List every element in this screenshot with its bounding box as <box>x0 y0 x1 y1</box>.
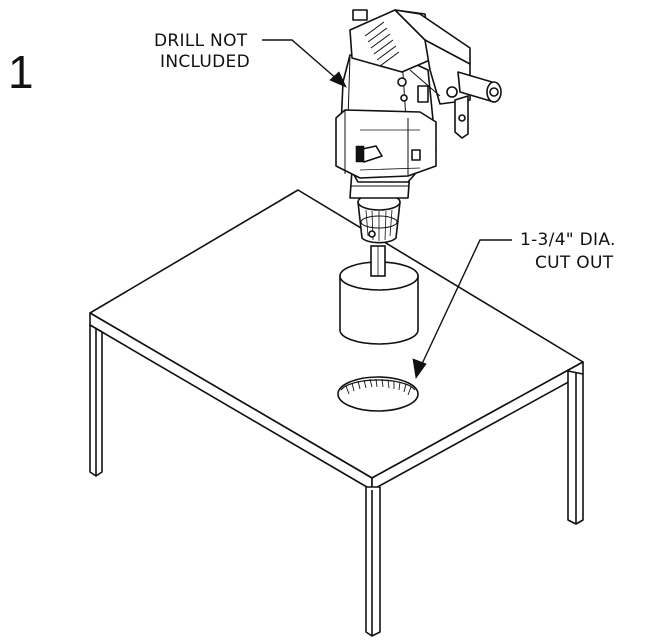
table-leg-front <box>365 486 381 637</box>
callout-hole: 1-3/4" DIA. CUT OUT <box>412 230 616 380</box>
drill-handle <box>394 9 502 139</box>
cut-out-hole <box>337 376 419 412</box>
drill-collar <box>335 109 437 179</box>
arrowhead-hole <box>412 358 427 380</box>
table <box>89 189 584 637</box>
step-number: 1 <box>8 46 34 98</box>
callout-hole-line1: 1-3/4" DIA. <box>520 230 616 250</box>
callout-drill-line1: DRILL NOT <box>154 31 248 51</box>
drill-chuck <box>357 193 401 244</box>
leader-hole <box>420 239 512 367</box>
callout-hole-line2: CUT OUT <box>535 253 614 273</box>
hole-saw <box>339 245 419 345</box>
leader-drill <box>262 39 339 81</box>
callout-drill: DRILL NOT INCLUDED <box>154 31 347 88</box>
arrowhead-drill <box>329 71 347 88</box>
table-top <box>89 189 584 479</box>
callout-drill-line2: INCLUDED <box>160 52 250 72</box>
drill <box>335 9 502 244</box>
